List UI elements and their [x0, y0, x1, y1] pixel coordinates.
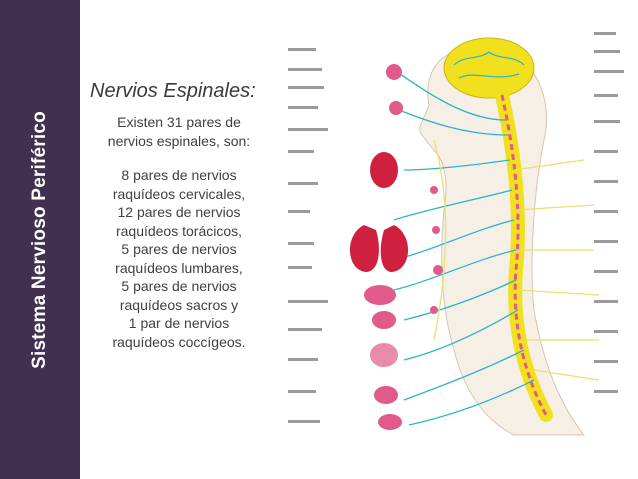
intro-line: nervios espinales, son:	[107, 132, 251, 149]
liver	[364, 285, 396, 305]
intestines	[370, 343, 398, 367]
slide-heading: Nervios Espinales:	[90, 80, 256, 102]
stomach	[372, 311, 396, 329]
intro-line: Existen 31 pares de	[117, 114, 241, 130]
heart	[370, 152, 398, 188]
intro-paragraph: Existen 31 pares de nervios espinales, s…	[86, 113, 272, 150]
label-bars-right	[594, 32, 624, 393]
reproductive	[378, 414, 402, 430]
nerve-list-line: 5 pares de nervios	[121, 278, 237, 294]
gland	[389, 101, 403, 115]
nerve-list-line: 12 pares de nervios	[117, 204, 241, 220]
nerve-list-line: 1 par de nervios	[128, 315, 230, 331]
nerve-list-line: raquídeos lumbares,	[115, 259, 243, 276]
nerve-list-line: 8 pares de nervios	[121, 167, 237, 183]
sympathetic-lines	[433, 139, 600, 381]
sidebar-title: Sistema Nervioso Periférico	[29, 111, 50, 369]
bladder	[374, 386, 398, 404]
nerve-list-paragraph: 8 pares de nervios raquídeos cervicales,…	[86, 166, 272, 351]
brain	[443, 37, 535, 99]
sidebar: Sistema Nervioso Periférico	[0, 0, 80, 479]
nerve-list-line: 5 pares de nervios	[121, 241, 237, 257]
body-silhouette	[419, 47, 586, 436]
nerve-list-line: raquídeos cervicales,	[112, 185, 246, 202]
nervous-system-illustration	[288, 32, 624, 436]
label-bars-left	[288, 48, 328, 423]
nerve-list-line: raquídeos torácicos,	[115, 222, 243, 239]
ganglia-chain	[430, 186, 443, 314]
brain-folds	[453, 51, 525, 79]
spinal-cord	[500, 94, 548, 416]
lungs	[349, 225, 409, 272]
nerve-lines	[393, 69, 535, 426]
text-column: Nervios Espinales: Existen 31 pares de n…	[86, 80, 272, 367]
nerve-list-line: raquídeos sacros y	[119, 296, 239, 313]
eye-ganglion	[386, 64, 402, 80]
nerve-list-line: raquídeos coccígeos.	[112, 333, 246, 350]
